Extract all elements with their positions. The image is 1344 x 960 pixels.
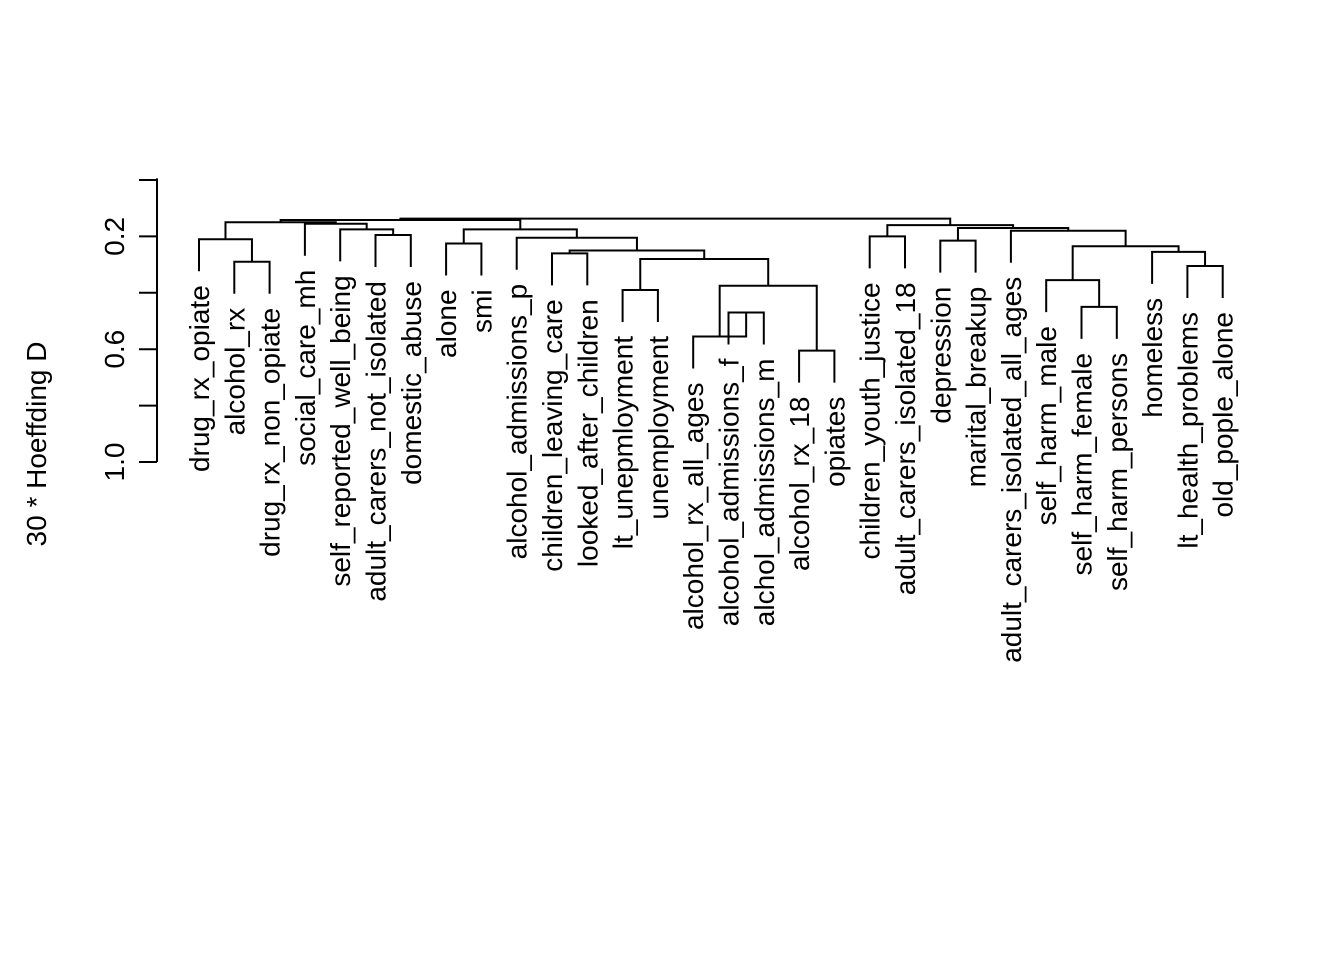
leaf-label: alcohol_admissions_p	[502, 284, 533, 560]
dendrogram-link	[1080, 305, 1118, 339]
leaf-label: alone	[431, 289, 462, 358]
leaf-label: alcohol_admissions_f	[714, 358, 745, 626]
dendrogram-link	[1186, 265, 1224, 299]
dendrogram-link	[224, 221, 337, 240]
dendrogram-link	[568, 249, 706, 259]
leaf-label: homeless	[1137, 298, 1168, 418]
leaf-label: self_reported_well_being	[325, 275, 356, 586]
leaf-label: looked_after_children	[572, 299, 603, 567]
leaf-label: alchol_admissions_m	[749, 359, 780, 627]
leaf-label: self_harm_female	[1067, 353, 1098, 576]
leaf-label: adult_carers_isolated_all_ages	[996, 277, 1027, 663]
leaf-label: children_leaving_care	[537, 299, 568, 571]
dendrogram-link	[1151, 250, 1207, 284]
dendrogram-link	[462, 228, 578, 244]
dendrogram-link	[445, 242, 483, 276]
dendrogram-link	[551, 252, 589, 286]
leaf-label: social_care_mh	[290, 270, 321, 466]
leaf-label: opiates	[819, 397, 850, 487]
dendrogram-link	[886, 224, 1015, 237]
dendrogram-links	[198, 217, 1224, 383]
leaf-label: self_harm_male	[1031, 326, 1062, 525]
leaf-label: children_youth_justice	[855, 282, 886, 559]
leaf-label: alcohol_rx_18	[784, 397, 815, 571]
leaf-label: marital_breakup	[961, 287, 992, 488]
leaf-label: smi	[466, 289, 497, 333]
y-axis-title: 30 * Hoeffding D	[21, 342, 52, 547]
dendrogram-link	[718, 284, 818, 351]
y-tick-label: 1.0	[99, 443, 130, 482]
y-axis: 0.2 0.6 1.0	[99, 178, 158, 482]
leaf-label: old_pople_alone	[1208, 312, 1239, 518]
leaf-label: alcohol_rx_all_ages	[678, 383, 709, 631]
leaf-label: self_harm_persons	[1102, 353, 1133, 591]
dendrogram-link	[198, 238, 253, 272]
leaf-label: depression	[925, 287, 956, 424]
leaf-label: lt_health_problems	[1172, 312, 1203, 549]
leaf-label: adult_carers_isolated_18	[890, 282, 921, 595]
dendrogram-link	[374, 233, 412, 267]
leaf-label: unemployment	[643, 336, 674, 520]
dendrogram-link	[868, 235, 906, 269]
leaf-label: drug_rx_non_opiate	[255, 308, 286, 557]
y-tick-label: 0.2	[99, 217, 130, 256]
leaf-label: domestic_abuse	[396, 281, 427, 485]
leaf-label: lt_unepmloyment	[608, 336, 639, 549]
dendrogram-link	[399, 217, 952, 226]
dendrogram-link	[621, 288, 659, 322]
y-tick-label: 0.6	[99, 330, 130, 369]
dendrogram-link	[939, 239, 977, 273]
leaf-label: adult_carers_not_isolated	[361, 281, 392, 602]
dendrogram-link	[798, 349, 836, 383]
dendrogram-link	[233, 260, 271, 294]
leaf-label: alcohol_rx	[219, 308, 250, 436]
leaf-label: drug_rx_opiate	[184, 285, 215, 472]
